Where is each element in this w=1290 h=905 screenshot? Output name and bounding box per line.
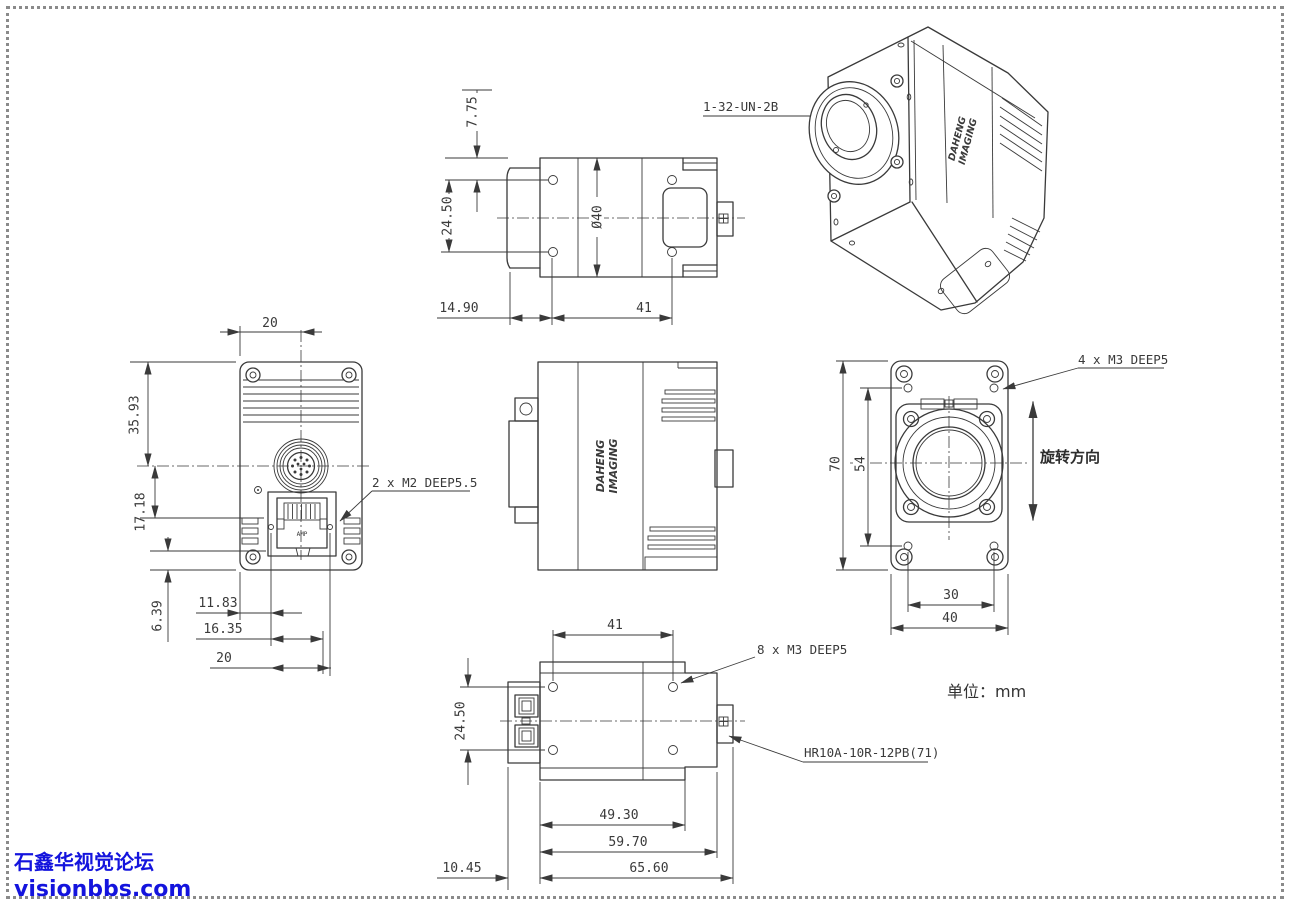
side-slots-top [661,389,716,422]
dim-front-hholes: 54 [853,453,869,475]
svg-text:8 x M3 DEEP5: 8 x M3 DEEP5 [757,642,847,657]
dim-back-w3: 20 [216,651,232,666]
svg-text:IMAGING: IMAGING [607,439,620,494]
dim-back-w1: 11.83 [198,596,237,611]
dim-front-houter: 70 [829,456,844,472]
svg-text:DAHENG: DAHENG [594,440,607,493]
dim-back-h1: 35.93 [128,395,143,434]
front-m3-holes [903,383,999,551]
dim-bottom-l1: 49.30 [599,808,638,823]
logo-side: DAHENG IMAGING [594,439,620,494]
svg-text:24.50: 24.50 [441,196,456,235]
dim-bottom-l2: 59.70 [608,835,647,850]
fins-top [999,97,1043,172]
side-view: DAHENG IMAGING [508,361,734,571]
lens-thread-label: 1-32-UN-2B [703,99,828,130]
dim-top-dia: Ø40 [590,197,606,237]
watermark-site-url: visionbbs.com [14,877,191,902]
front-plate-screws-3d [827,42,914,203]
dim-top-vspacing: 24.50 [440,194,456,238]
svg-text:7.75: 7.75 [466,96,481,127]
rotation-direction: 旋转方向 [1028,400,1100,522]
svg-text:35.93: 35.93 [128,395,143,434]
dim-front-wouter: 40 [942,611,958,626]
dim-bottom-v: 24.50 [454,701,469,740]
m3-front-label: 4 x M3 DEEP5 [1002,352,1168,390]
logo-3d: DAHENG IMAGING [946,115,979,166]
svg-text:旋转方向: 旋转方向 [1039,448,1100,466]
svg-text:1-32-UN-2B: 1-32-UN-2B [703,99,778,114]
dim-front-wholes: 30 [943,588,959,603]
front-view: 70 54 30 40 4 x M3 DEEP [829,352,1168,635]
svg-text:Ø40: Ø40 [591,205,606,228]
dim-bottom-offset: 10.45 [442,861,481,876]
front-corner-screws [895,365,1004,566]
svg-text:HR10A-10R-12PB(71): HR10A-10R-12PB(71) [804,745,939,760]
io-connector-label: HR10A-10R-12PB(71) [728,735,939,763]
lens-mount-3d [808,81,900,185]
bottom-holes [548,682,678,755]
dim-top-offset: 7.75 [465,93,481,131]
bottom-face-3d [833,218,1010,315]
svg-text:4 x M3 DEEP5: 4 x M3 DEEP5 [1078,352,1168,367]
top-view: Ø40 7.75 24.50 [437,89,828,325]
dim-top-left: 14.90 [439,301,478,316]
dim-bottom-l3: 65.60 [629,861,668,876]
svg-text:70: 70 [829,456,844,472]
rj45-brand-text: AMP [297,531,308,538]
back-view: AMP 20 [128,316,477,676]
fins-bottom [1003,217,1041,262]
dim-top-hspacing: 41 [636,301,652,316]
m3-bottom-label: 8 x M3 DEEP5 [680,642,847,684]
svg-text:24.50: 24.50 [454,701,469,740]
dim-bottom-holes: 41 [607,618,623,633]
top-view-holes [548,175,677,257]
svg-text:2 x M2 DEEP5.5: 2 x M2 DEEP5.5 [372,475,477,490]
svg-text:17.18: 17.18 [134,492,149,531]
side-lens-stub [508,397,539,524]
watermark: 石鑫华视觉论坛 visionbbs.com [13,850,191,902]
dim-back-w2: 16.35 [203,622,242,637]
svg-text:6.39: 6.39 [151,600,166,631]
back-corner-screws [245,367,357,565]
dim-back-h2: 17.18 [134,492,149,531]
m2-label: 2 x M2 DEEP5.5 [339,475,477,522]
unit-note: 单位：mm [947,682,1026,701]
isometric-view: DAHENG IMAGING [808,26,1049,315]
svg-text:54: 54 [854,456,869,472]
side-slots-bottom [644,526,718,571]
dim-back-h3: 6.39 [151,600,166,631]
dim-back-top: 20 [262,316,278,331]
watermark-forum-name: 石鑫华视觉论坛 [13,850,154,874]
bottom-view: 41 24.50 49.30 59.70 [437,618,939,890]
rj45-port: AMP [267,491,337,557]
